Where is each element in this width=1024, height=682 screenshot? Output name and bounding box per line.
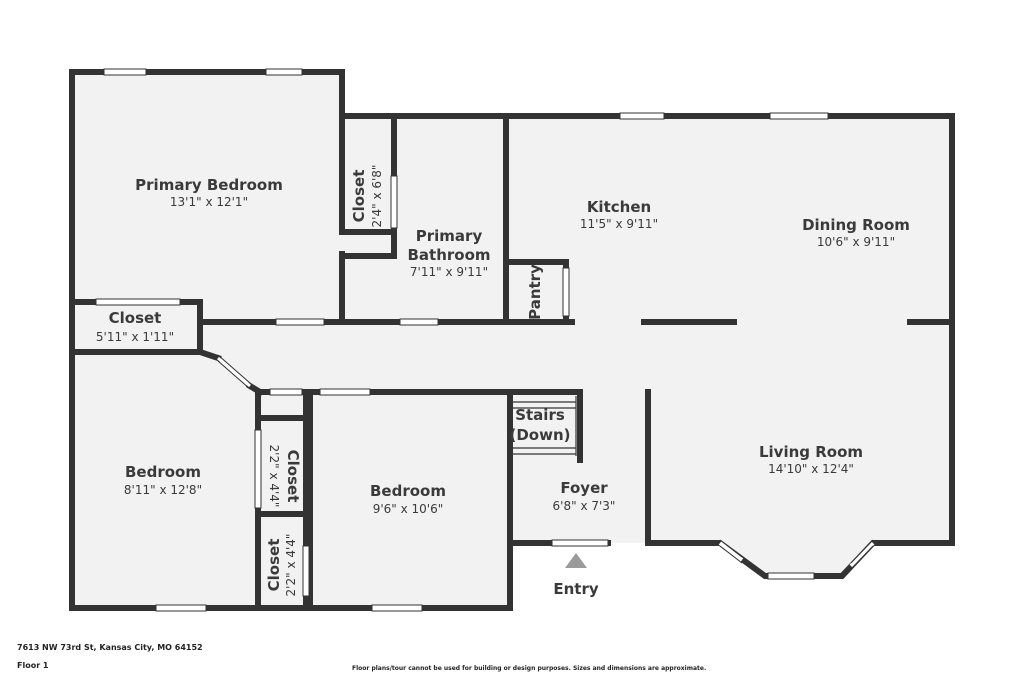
- foyer-dims: 6'8" x 7'3": [553, 499, 616, 513]
- upper-closet-dims: 2'2" x 4'4": [267, 445, 281, 508]
- dining-room-dims: 10'6" x 9'11": [817, 235, 895, 249]
- primary-bathroom-dims: 7'11" x 9'11": [410, 265, 488, 279]
- stairs-label-line1: Stairs: [515, 406, 565, 424]
- foyer-label: Foyer: [560, 479, 608, 497]
- footer-floor: Floor 1: [17, 661, 49, 670]
- footer-disclaimer: Floor plans/tour cannot be used for buil…: [352, 665, 707, 672]
- left-bedroom-label: Bedroom: [125, 463, 201, 481]
- footer-address: 7613 NW 73rd St, Kansas City, MO 64152: [17, 643, 203, 652]
- entry-arrow-icon: [565, 553, 587, 568]
- angled-windows: [217, 356, 875, 568]
- entry-label: Entry: [553, 580, 598, 598]
- windows: [95, 68, 829, 612]
- living-room-dims: 14'10" x 12'4": [768, 462, 854, 476]
- living-room-label: Living Room: [759, 443, 863, 461]
- lower-closet-label: Closet: [265, 539, 283, 592]
- hall-closet-dims: 5'11" x 1'11": [96, 330, 174, 344]
- center-bedroom-dims: 9'6" x 10'6": [373, 502, 444, 516]
- stairs-label-line2: (Down): [509, 426, 570, 444]
- lower-closet-dims: 2'2" x 4'4": [284, 534, 298, 597]
- upper-closet-label: Closet: [284, 450, 302, 503]
- primary-closet-label: Closet: [350, 170, 368, 223]
- walls: [69, 69, 955, 611]
- left-bedroom-dims: 8'11" x 12'8": [124, 483, 202, 497]
- primary-closet-dims: 2'4" x 6'8": [370, 165, 384, 228]
- stairs-steps: [512, 396, 577, 456]
- kitchen-label: Kitchen: [587, 198, 651, 216]
- primary-bedroom-dims: 13'1" x 12'1": [170, 195, 248, 209]
- primary-bathroom-label-line2: Bathroom: [407, 246, 490, 264]
- pantry-label: Pantry: [526, 264, 544, 320]
- hall-closet-label: Closet: [109, 309, 162, 327]
- angled-window-outlines: [217, 354, 874, 570]
- dining-room-label: Dining Room: [802, 216, 910, 234]
- primary-bedroom-label: Primary Bedroom: [135, 176, 283, 194]
- kitchen-dims: 11'5" x 9'11": [580, 217, 658, 231]
- primary-bathroom-label-line1: Primary: [416, 227, 483, 245]
- center-bedroom-label: Bedroom: [370, 482, 446, 500]
